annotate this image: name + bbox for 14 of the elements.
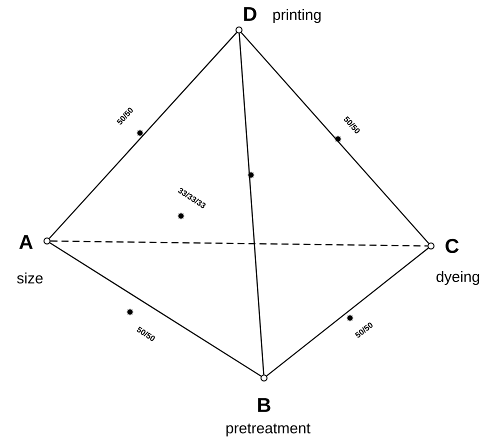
- vertex-caption: pretreatment: [226, 424, 310, 436]
- vertex-caption: printing: [273, 9, 321, 23]
- edge-line: [50, 240, 428, 247]
- edge-line: [48, 32, 238, 239]
- vertex-caption: size: [17, 272, 43, 284]
- vertex-letter: B: [258, 398, 270, 412]
- edge-line: [240, 32, 430, 244]
- vertex-letter: D: [244, 7, 256, 21]
- vertex-caption: dyeing: [436, 271, 480, 285]
- vertex-letter: C: [446, 238, 459, 254]
- vertex-letter: A: [19, 235, 33, 249]
- edge-line: [266, 248, 429, 376]
- edge-line: [238, 33, 264, 375]
- edge-line: [50, 242, 262, 377]
